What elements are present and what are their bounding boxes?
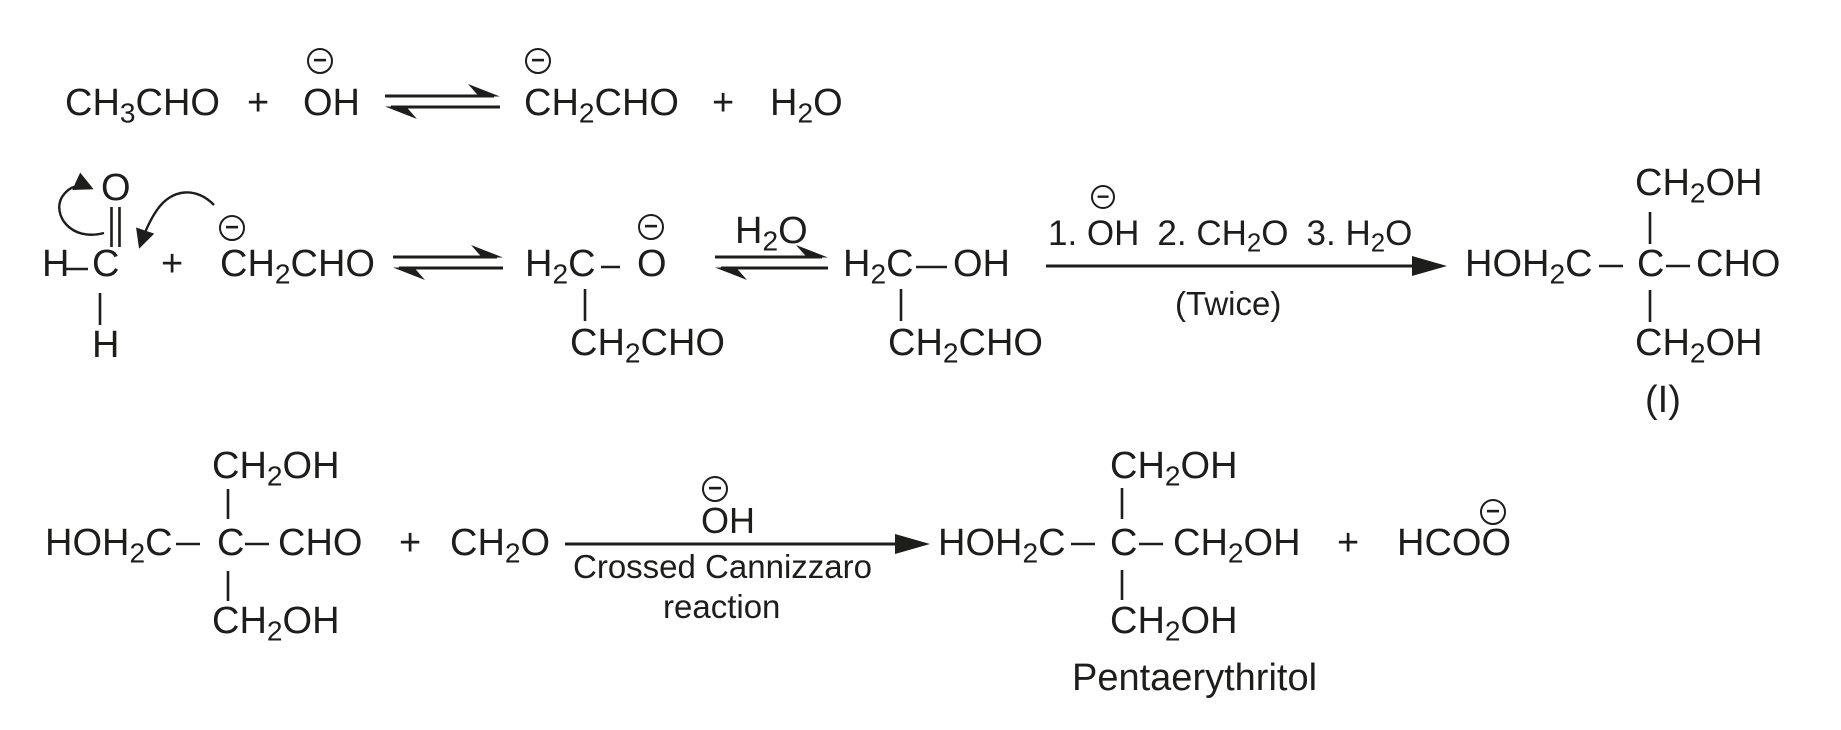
product-I-label: (I) xyxy=(1645,379,1681,421)
alkoxide-head: H2C xyxy=(525,243,596,290)
minus-charge-icon: − xyxy=(702,476,728,502)
plus-sign: + xyxy=(712,82,735,124)
condition-step-1: 1. OH xyxy=(1048,214,1140,253)
formula-water: H2O xyxy=(770,82,843,129)
equilibrium-arrow-step1 xyxy=(385,84,500,119)
pentaerythritol-right-group: CH2OH xyxy=(1173,522,1301,569)
condition-note-twice: (Twice) xyxy=(1175,285,1282,322)
product-I-central-carbon: C xyxy=(1637,243,1665,285)
triol-right-group: CHO xyxy=(278,522,363,564)
plus-sign: + xyxy=(1337,522,1360,564)
plus-sign: + xyxy=(161,243,184,285)
pentaerythritol-left-group: HOH2C xyxy=(938,522,1066,569)
formula-enolate: CH2CHO xyxy=(220,243,375,290)
triol-central-carbon: C xyxy=(217,522,245,564)
formula-enolate: CH2CHO xyxy=(524,82,679,129)
alcohol-hydroxyl: OH xyxy=(953,243,1010,285)
plus-sign: + xyxy=(247,82,270,124)
alcohol-head: H2C xyxy=(843,243,914,290)
product-I-bottom-branch: CH2OH xyxy=(1635,322,1763,369)
reaction-conditions: 1. OH 2. CH2O 3. H2O xyxy=(1048,216,1412,258)
formula-formaldehyde: CH2O xyxy=(450,522,551,569)
alcohol-tail: CH2CHO xyxy=(888,322,1043,369)
formula-hydroxide: OH xyxy=(303,82,360,124)
formula-acetaldehyde: CH3CHO xyxy=(65,82,220,129)
pentaerythritol-label: Pentaerythritol xyxy=(1072,657,1318,699)
pentaerythritol-bottom-branch: CH2OH xyxy=(1110,600,1238,647)
condition-step-3: 3. H2O xyxy=(1306,214,1413,258)
condition-label-line2: reaction xyxy=(663,588,781,625)
reaction-arrow-step2 xyxy=(1046,256,1447,276)
product-I-top-branch: CH2OH xyxy=(1635,162,1763,209)
product-I-left-group: HOH2C xyxy=(1465,243,1593,290)
triol-bottom-branch: CH2OH xyxy=(212,600,340,647)
minus-charge-icon: − xyxy=(1480,499,1506,525)
alkoxide-oxygen: O xyxy=(637,243,667,285)
formaldehyde-h-bottom: H xyxy=(92,324,120,366)
equilibrium-arrow-aldol xyxy=(393,245,503,280)
minus-charge-icon: − xyxy=(1091,185,1115,209)
condition-label-line1: Crossed Cannizzaro xyxy=(573,548,872,585)
condition-hydroxide: OH xyxy=(701,500,755,541)
formaldehyde-oxygen: O xyxy=(101,167,131,209)
curved-arrow-carbanion-attack xyxy=(136,191,215,249)
formaldehyde-h-left: H xyxy=(42,243,70,285)
curved-arrow-pi-bond-to-oxygen xyxy=(58,172,105,236)
minus-charge-icon: − xyxy=(638,214,664,240)
minus-charge-icon: − xyxy=(307,48,333,74)
pentaerythritol-central-carbon: C xyxy=(1110,522,1138,564)
water-label: H2O xyxy=(735,210,808,257)
plus-sign: + xyxy=(399,522,422,564)
minus-charge-icon: − xyxy=(219,215,245,241)
triol-top-branch: CH2OH xyxy=(212,445,340,492)
condition-step-2: 2. CH2O xyxy=(1157,214,1289,258)
pentaerythritol-top-branch: CH2OH xyxy=(1110,445,1238,492)
product-I-right-group: CHO xyxy=(1696,243,1781,285)
minus-charge-icon: − xyxy=(525,48,551,74)
formaldehyde-carbon: C xyxy=(92,243,120,285)
formula-formate: HCOO xyxy=(1397,522,1511,564)
triol-left-group: HOH2C xyxy=(45,522,173,569)
alkoxide-tail: CH2CHO xyxy=(570,322,725,369)
